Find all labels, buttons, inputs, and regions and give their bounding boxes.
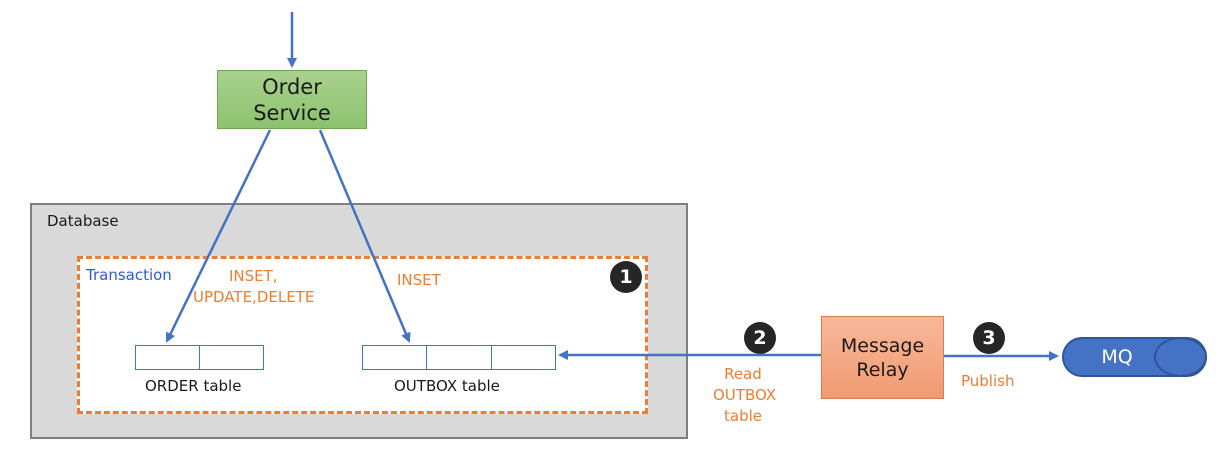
order-table — [135, 345, 264, 370]
read-label-line2: OUTBOX — [713, 386, 777, 404]
transaction-label: Transaction — [86, 266, 172, 284]
outbox-table-cell — [363, 346, 428, 369]
mq-label: MQ — [1101, 346, 1133, 368]
order-table-label: ORDER table — [145, 377, 242, 395]
outbox-table — [362, 345, 556, 370]
step-badge-2: 2 — [744, 322, 776, 354]
outbox-write-arrow — [318, 129, 411, 343]
order-ops-label-line1: INSET, — [229, 267, 278, 285]
outbox-table-label: OUTBOX table — [394, 377, 500, 395]
step-badge-3: 3 — [973, 322, 1005, 354]
message-relay-node: Message Relay — [821, 316, 944, 399]
database-label: Database — [47, 212, 119, 230]
read-label-line1: Read — [724, 365, 762, 383]
order-service-node: Order Service — [217, 70, 367, 129]
mq-cylinder-cap — [1154, 337, 1207, 377]
order-write-arrow — [165, 129, 272, 343]
order-ops-label-line2: UPDATE,DELETE — [193, 288, 315, 306]
order-table-cell — [136, 346, 200, 369]
outbox-ops-label: INSET — [397, 271, 441, 289]
publish-label: Publish — [961, 372, 1015, 390]
outbox-table-cell — [427, 346, 492, 369]
read-label-line3: table — [724, 407, 762, 425]
order-service-label: Order Service — [253, 74, 331, 125]
step-badge-1: 1 — [610, 261, 642, 293]
message-relay-label: Message Relay — [840, 334, 925, 381]
